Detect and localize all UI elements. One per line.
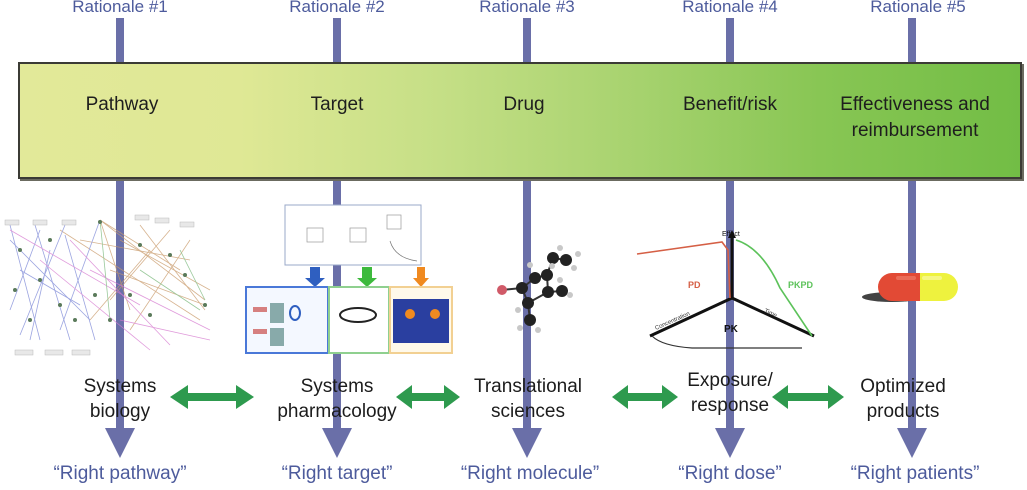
pkpd-pk-label: PK <box>724 324 739 335</box>
field-label-1-line2: biology <box>89 401 151 422</box>
outcome-right-pathway: “Right pathway” <box>53 463 187 484</box>
double-arrow-icon-2-3 <box>396 385 460 409</box>
pharmacology-model-icon <box>245 204 453 354</box>
column-1-down-arrow-icon <box>105 428 135 458</box>
column-5-line-bottom <box>908 178 916 430</box>
rationale-5-label: Rationale #5 <box>870 0 966 16</box>
stage-label-pathway: Pathway <box>85 94 159 115</box>
rationale-3-label: Rationale #3 <box>479 0 575 16</box>
capsule-icon <box>862 273 958 302</box>
field-label-3-line2: sciences <box>491 401 565 422</box>
column-2-down-arrow-icon <box>322 428 352 458</box>
outcome-right-molecule: “Right molecule” <box>460 463 600 484</box>
outcome-right-patients: “Right patients” <box>850 463 980 484</box>
field-label-2-line2: pharmacology <box>277 401 397 422</box>
pkpd-effect-axis-label: Effect <box>722 231 740 238</box>
field-label-optimized-products: Optimized products <box>813 374 993 424</box>
column-1-line-top <box>116 18 124 64</box>
stage-label-target: Target <box>310 94 364 115</box>
field-label-5-line1: Optimized <box>860 376 946 397</box>
rationale-4-label: Rationale #4 <box>682 0 778 16</box>
field-label-systems-biology: Systems biology <box>30 374 210 424</box>
network-graph-icon <box>4 214 211 356</box>
field-label-5-line2: products <box>866 401 940 422</box>
column-5-line-top <box>908 18 916 64</box>
pkpd-concentration-axis-label: Concentration <box>654 311 691 332</box>
double-arrow-icon-3-4 <box>612 385 678 409</box>
field-label-translational-sciences: Translational sciences <box>438 374 618 424</box>
column-5-down-arrow-icon <box>897 428 927 458</box>
outcome-right-target: “Right target” <box>281 463 393 484</box>
pkpd-time-axis-label: Time <box>763 308 778 319</box>
double-arrow-icon-1-2 <box>170 385 254 409</box>
column-2-line-top <box>333 18 341 64</box>
field-label-4-line1: Exposure/ <box>687 370 773 391</box>
column-3-line-top <box>523 18 531 64</box>
stage-gradient-bar <box>18 62 1022 179</box>
field-label-2-line1: Systems <box>300 376 374 397</box>
column-4-line-top <box>726 18 734 64</box>
stage-label-effectiveness-line1: Effectiveness and <box>840 94 990 115</box>
molecule-icon <box>497 245 581 333</box>
rationale-1-label: Rationale #1 <box>72 0 168 16</box>
column-1-line-bottom <box>116 178 124 430</box>
field-label-exposure-response: Exposure/ response <box>640 368 820 418</box>
pkpd-3d-plot-icon: Effect PD PKPD PK Concentration Time <box>636 230 815 349</box>
field-label-systems-pharmacology: Systems pharmacology <box>247 374 427 424</box>
double-arrow-icon-4-5 <box>772 385 844 409</box>
pkpd-pkpd-label: PKPD <box>788 280 814 290</box>
stage-label-benefit-risk: Benefit/risk <box>683 94 777 115</box>
field-label-1-line1: Systems <box>83 376 157 397</box>
stage-label-drug: Drug <box>503 94 545 115</box>
column-4-down-arrow-icon <box>715 428 745 458</box>
pkpd-pd-label: PD <box>688 280 701 290</box>
outcome-right-dose: “Right dose” <box>678 463 782 484</box>
rationale-2-label: Rationale #2 <box>289 0 385 16</box>
stage-label-effectiveness: Effectiveness and reimbursement <box>810 92 1020 144</box>
column-4-line-bottom <box>726 178 734 430</box>
field-label-4-line2: response <box>690 395 770 416</box>
stage-label-effectiveness-line2: reimbursement <box>851 120 979 141</box>
column-3-down-arrow-icon <box>512 428 542 458</box>
field-label-3-line1: Translational <box>473 376 583 397</box>
